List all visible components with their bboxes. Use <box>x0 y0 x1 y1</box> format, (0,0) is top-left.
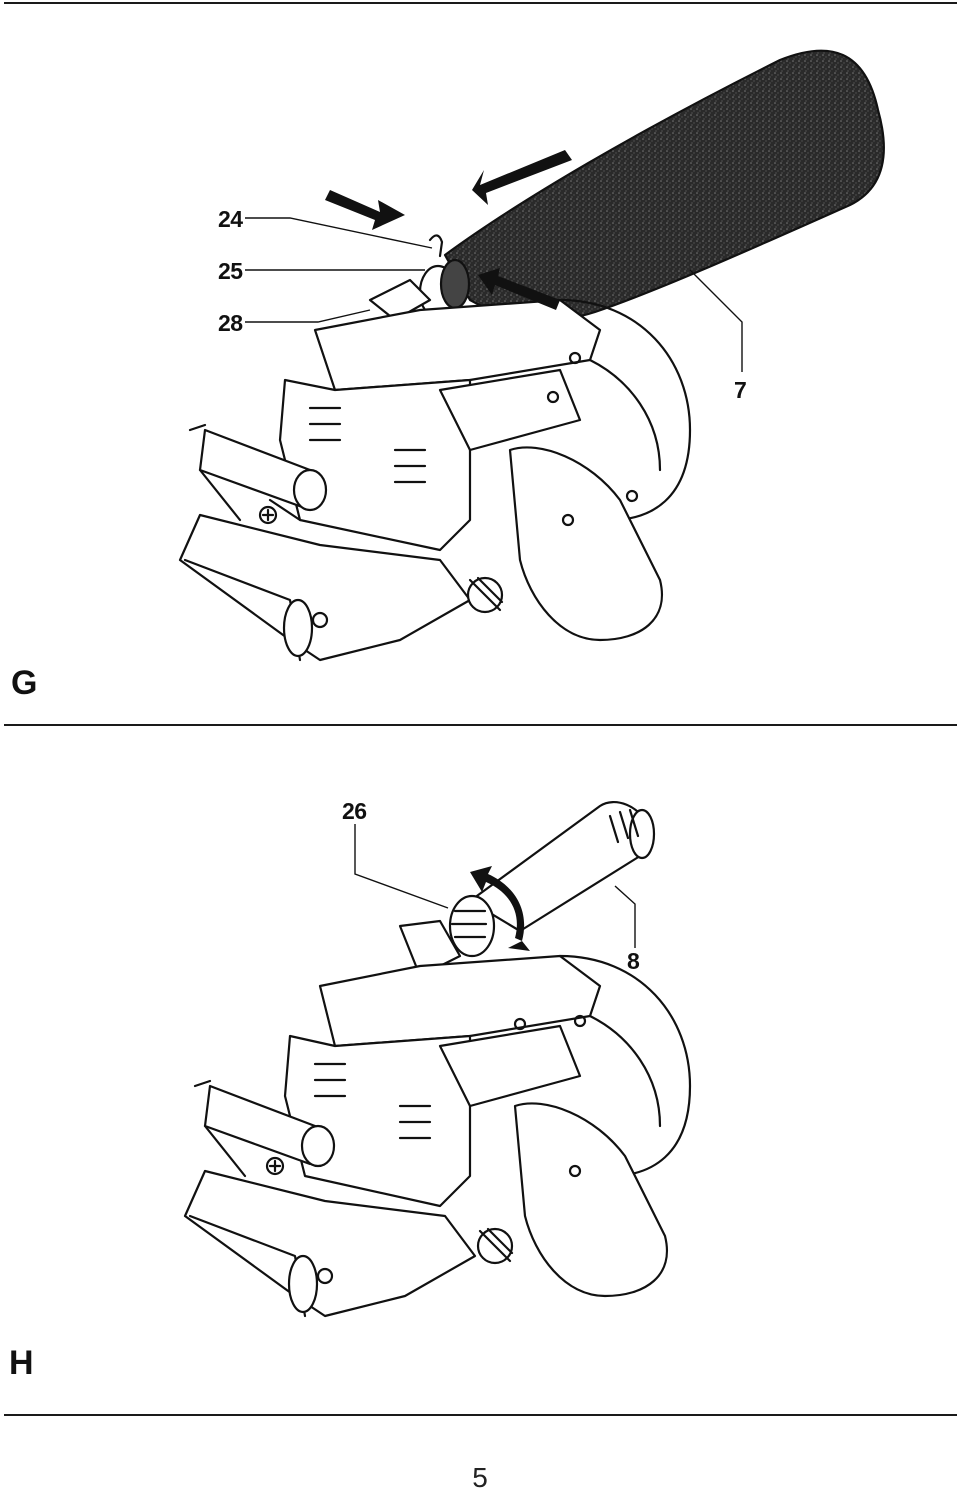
figure-g-panel: 24 25 28 7 G <box>0 0 960 725</box>
dust-bag <box>443 49 885 322</box>
callout-28: 28 <box>218 310 243 336</box>
arrow-lower-push <box>478 268 560 310</box>
figure-h-label: H <box>9 1344 34 1382</box>
sander-base <box>178 513 472 662</box>
page-number: 5 <box>472 1462 488 1493</box>
arrow-bag-in <box>472 150 572 205</box>
callout-8: 8 <box>627 948 640 974</box>
top-rule <box>4 2 957 4</box>
extraction-adapter <box>468 801 653 933</box>
callout-7: 7 <box>734 377 747 403</box>
callout-24: 24 <box>218 206 243 232</box>
figure-g-label: G <box>11 664 38 702</box>
figure-h-panel: 26 8 H <box>0 726 960 1416</box>
figure-h-illustration <box>183 801 692 1318</box>
callout-26: 26 <box>342 798 367 824</box>
middle-rule <box>4 724 957 726</box>
callout-25: 25 <box>218 258 243 284</box>
rotation-arrow <box>470 866 525 941</box>
belt-cover <box>508 446 663 642</box>
arrow-left-push <box>325 190 405 230</box>
bottom-rule <box>4 1414 957 1416</box>
figure-g-illustration <box>178 49 885 662</box>
